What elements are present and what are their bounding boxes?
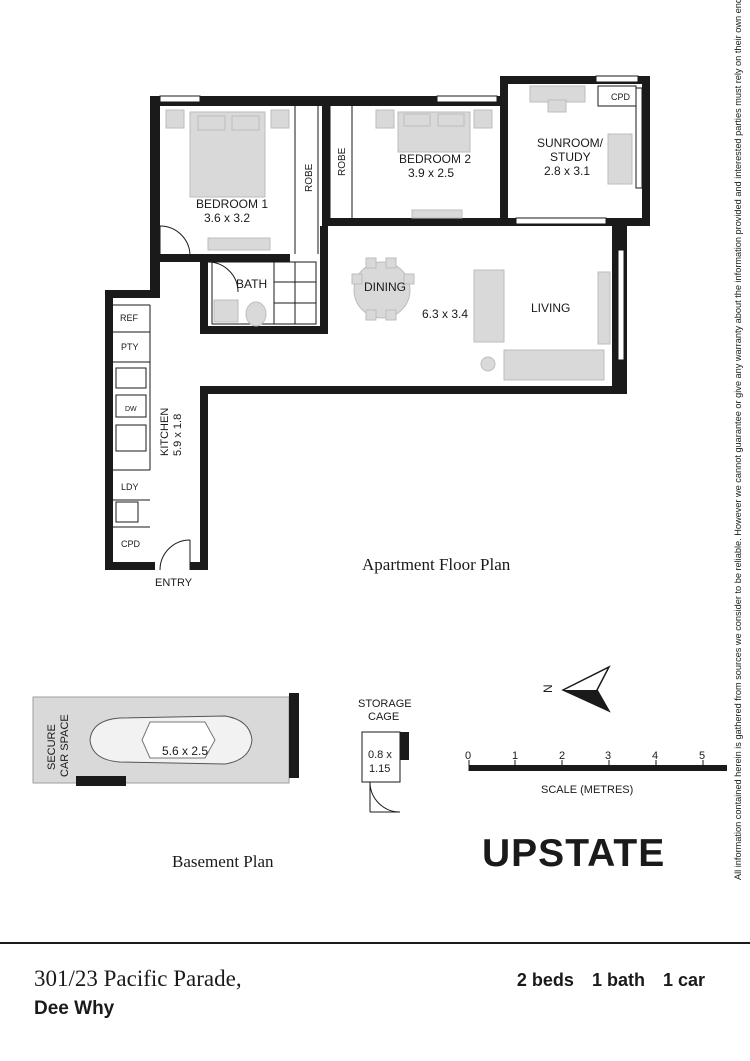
kitchen-cpd: CPD — [121, 539, 141, 549]
scale-caption: SCALE (METRES) — [541, 784, 633, 796]
bath-label: BATH — [236, 277, 267, 291]
cars-count: 1 car — [662, 970, 705, 990]
sunroom-size: 2.8 x 3.1 — [544, 164, 590, 178]
scale-tick-0: 0 — [465, 750, 471, 762]
sunroom-furniture — [529, 85, 637, 185]
sunroom-name-1: SUNROOM/ — [537, 136, 604, 150]
laundry-label: LDY — [121, 482, 139, 492]
scale-tick-1: 1 — [512, 750, 518, 762]
listing-specs: 2 beds 1 bath 1 car — [517, 970, 705, 991]
living-furniture — [351, 257, 611, 381]
bedroom2-name: BEDROOM 2 — [399, 152, 471, 166]
robe2-label: ROBE — [337, 147, 348, 176]
address-line-1: 301/23 Pacific Parade, — [34, 966, 242, 991]
living-size: 6.3 x 3.4 — [422, 307, 468, 321]
scale-tick-2: 2 — [559, 750, 565, 762]
kitchen-size: 5.9 x 1.8 — [172, 414, 184, 456]
bedroom2-size: 3.9 x 2.5 — [408, 166, 454, 180]
sunroom-name-2: STUDY — [550, 150, 591, 164]
scale-bar — [468, 760, 727, 771]
floor-plan-drawing: BEDROOM 1 3.6 x 3.2 ROBE ROBE BEDROOM 2 … — [32, 75, 727, 871]
living-label: LIVING — [531, 301, 570, 315]
kitchen-name: KITCHEN — [159, 408, 171, 456]
storage-size-1: 0.8 x — [368, 749, 392, 761]
disclaimer-text: All information contained herein is gath… — [733, 0, 743, 880]
car-space-label-2: CAR SPACE — [59, 714, 71, 777]
brand-logo: UPSTATE — [482, 832, 666, 875]
storage-label-2: CAGE — [368, 711, 399, 723]
floor-plan-title: Apartment Floor Plan — [362, 555, 511, 574]
storage-label-1: STORAGE — [358, 698, 412, 710]
doors — [159, 225, 239, 571]
windows — [159, 75, 643, 361]
pantry-label: PTY — [121, 342, 139, 352]
baths-count: 1 bath — [591, 970, 645, 990]
storage-cage-drawing — [361, 731, 409, 813]
dining-label: DINING — [364, 280, 406, 294]
robe1-label: ROBE — [304, 163, 315, 192]
basement-car-space — [32, 693, 299, 786]
storage-size-2: 1.15 — [369, 763, 390, 775]
entry-label: ENTRY — [155, 577, 193, 589]
beds-count: 2 beds — [516, 970, 574, 990]
bedroom1-furniture — [165, 106, 319, 254]
scale-tick-3: 3 — [605, 750, 611, 762]
car-space-label-1: SECURE — [46, 724, 58, 770]
bedroom2-furniture — [329, 106, 493, 219]
bedroom1-name: BEDROOM 1 — [196, 197, 268, 211]
kitchen-cabinets — [113, 304, 151, 528]
sunroom-cpd: CPD — [611, 92, 631, 102]
bath-fixtures — [211, 261, 317, 327]
scale-tick-5: 5 — [699, 750, 705, 762]
address-line-2: Dee Why — [34, 998, 115, 1019]
basement-title: Basement Plan — [172, 852, 274, 871]
ref-label: REF — [120, 313, 139, 323]
footer-divider — [0, 942, 750, 944]
north-arrow-icon — [561, 665, 611, 713]
north-label: N — [541, 684, 555, 693]
dishwasher-label: DW — [125, 406, 137, 413]
car-size: 5.6 x 2.5 — [162, 744, 208, 758]
scale-tick-4: 4 — [652, 750, 658, 762]
bedroom1-size: 3.6 x 3.2 — [204, 211, 250, 225]
